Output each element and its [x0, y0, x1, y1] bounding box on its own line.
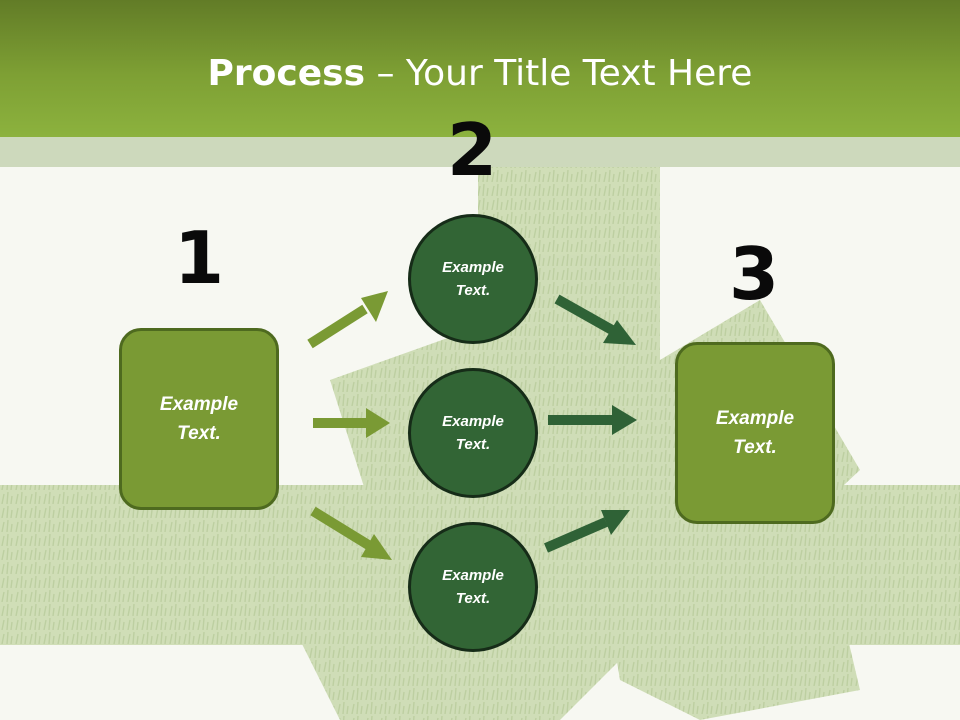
left-process-box: Example Text. [119, 328, 279, 510]
title-bar-strip [0, 137, 960, 167]
circle-bottom: Example Text. [408, 522, 538, 652]
left-box-text: Example Text. [159, 394, 239, 444]
circle-bottom-text: Example Text. [442, 567, 504, 607]
circle-middle-text: Example Text. [442, 413, 504, 453]
circle-top: Example Text. [408, 214, 538, 344]
slide-title: Process – Your Title Text Here [0, 52, 960, 96]
step-number-3: 3 [728, 232, 780, 316]
title-bar [0, 0, 960, 137]
circle-top-text: Example Text. [442, 259, 504, 299]
step-number-1: 1 [173, 216, 225, 300]
right-box-text: Example Text. [715, 408, 795, 458]
title-rest-part: – Your Title Text Here [365, 53, 753, 94]
title-bold-part: Process [207, 53, 366, 94]
right-process-box: Example Text. [675, 342, 835, 524]
circle-middle: Example Text. [408, 368, 538, 498]
step-number-2: 2 [446, 108, 498, 192]
